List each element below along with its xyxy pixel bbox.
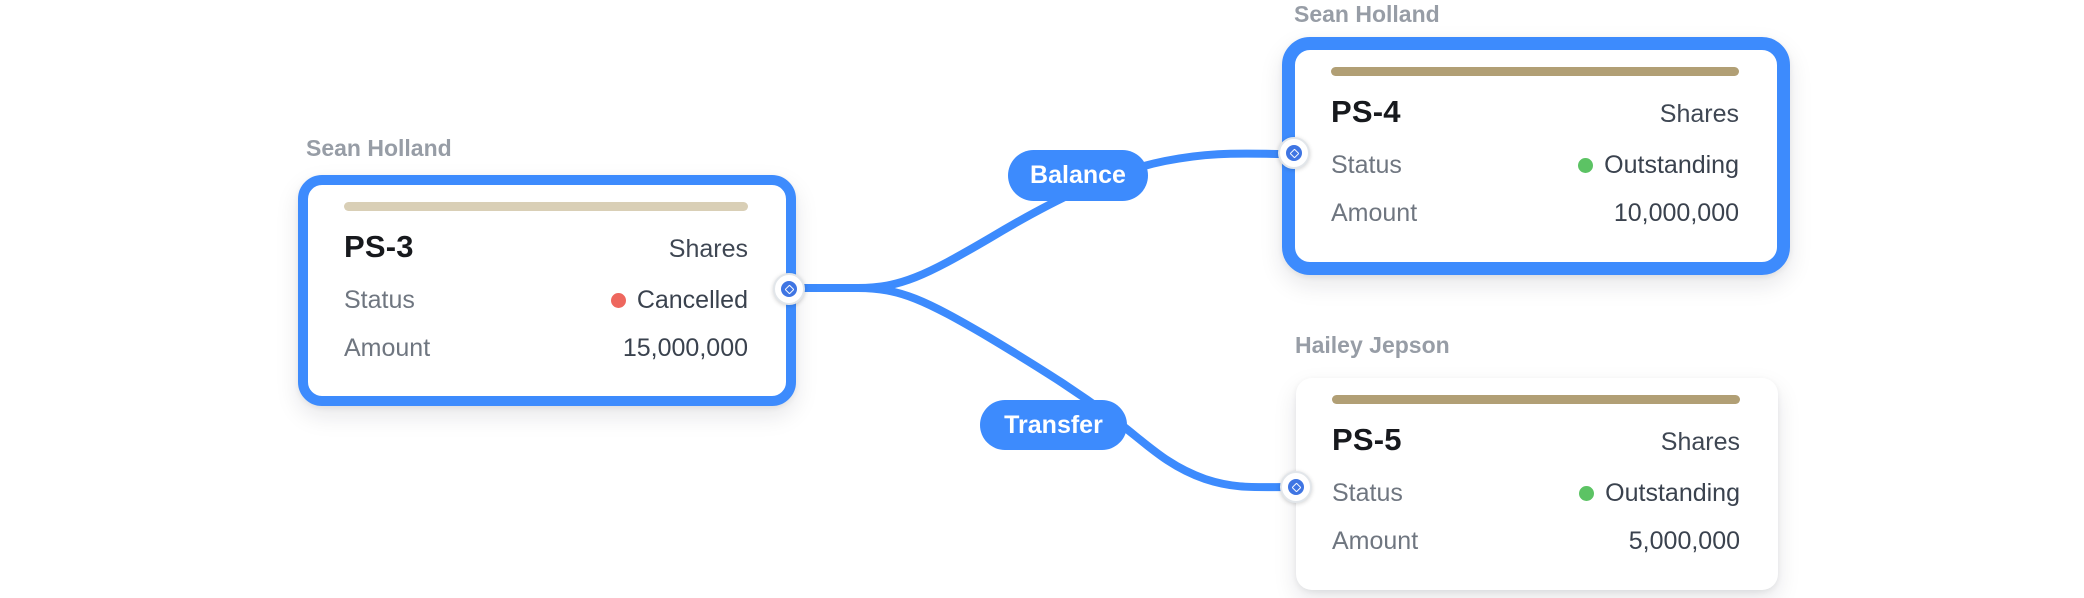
status-label: Status: [1331, 150, 1402, 179]
status-dot-icon: [1578, 157, 1594, 173]
port-glyph-icon: [1289, 148, 1299, 158]
asset-type: Shares: [1659, 100, 1739, 128]
edge-label-balance[interactable]: Balance: [1008, 150, 1148, 201]
certificate-name: PS-4: [1331, 94, 1401, 129]
card-body-ps3: PS-3 Shares Status Cancelled Amount 15,0…: [308, 185, 786, 396]
port-handle-icon: [1286, 145, 1302, 161]
certificate-card-ps3[interactable]: PS-3 Shares Status Cancelled Amount 15,0…: [298, 175, 796, 406]
certificate-class-bar: [1332, 395, 1740, 404]
asset-type: Shares: [668, 235, 748, 263]
edge-transfer[interactable]: [784, 284, 1296, 492]
certificate-name: PS-5: [1332, 422, 1402, 457]
edge-label-transfer[interactable]: Transfer: [980, 400, 1127, 450]
amount-value: 10,000,000: [1613, 198, 1739, 227]
connection-port-ps4[interactable]: [1278, 137, 1310, 169]
card-body-ps4: PS-4 Shares Status Outstanding Amount 10…: [1295, 50, 1777, 262]
connection-port-ps5[interactable]: [1280, 471, 1312, 503]
amount-value: 15,000,000: [622, 333, 748, 362]
amount-label: Amount: [1332, 526, 1419, 555]
amount-label: Amount: [344, 333, 431, 362]
port-handle-icon: [1288, 479, 1304, 495]
port-glyph-icon: [1291, 482, 1301, 492]
amount-label: Amount: [1331, 198, 1418, 227]
connection-port-ps3[interactable]: [773, 273, 805, 305]
amount-value: 5,000,000: [1628, 526, 1740, 555]
status-label: Status: [344, 285, 415, 314]
port-handle-icon: [781, 281, 797, 297]
status-dot-icon: [610, 292, 626, 308]
card-body-ps5: PS-5 Shares Status Outstanding Amount 5,…: [1296, 378, 1778, 590]
status-value: Outstanding: [1605, 478, 1740, 507]
certificate-class-bar: [344, 202, 748, 211]
certificate-name: PS-3: [344, 229, 414, 264]
status-value: Cancelled: [636, 285, 748, 314]
certificate-card-ps5[interactable]: PS-5 Shares Status Outstanding Amount 5,…: [1296, 378, 1778, 590]
certificate-class-bar: [1331, 67, 1739, 76]
certificate-card-ps4[interactable]: PS-4 Shares Status Outstanding Amount 10…: [1282, 37, 1790, 275]
status-dot-icon: [1579, 485, 1595, 501]
owner-label-ps5: Hailey Jepson: [1295, 332, 1450, 358]
status-label: Status: [1332, 478, 1403, 507]
asset-type: Shares: [1660, 428, 1740, 456]
owner-label-ps4: Sean Holland: [1294, 1, 1440, 27]
status-value: Outstanding: [1604, 150, 1739, 179]
port-glyph-icon: [784, 284, 794, 294]
owner-label-ps3: Sean Holland: [306, 135, 452, 161]
